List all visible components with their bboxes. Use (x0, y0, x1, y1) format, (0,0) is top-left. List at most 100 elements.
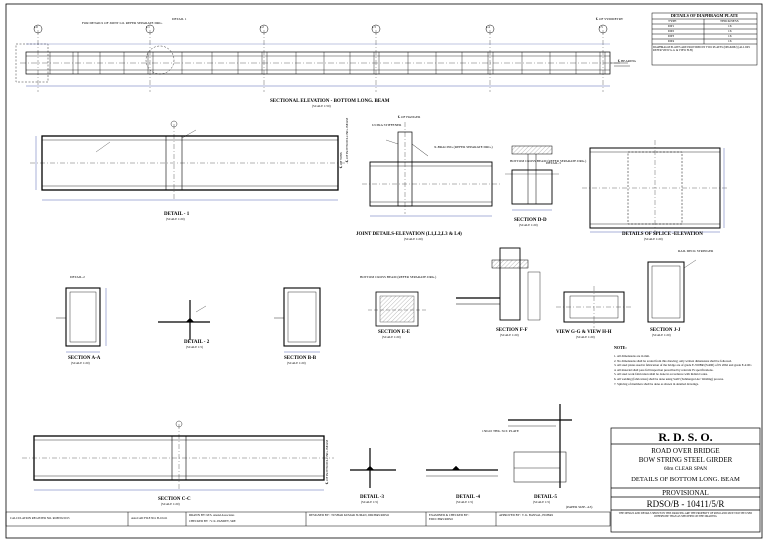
section-cc-scale: (SCALE 1:20) (161, 502, 180, 506)
diaphragm-row-thk: 16 (728, 24, 732, 28)
node-label-l4: L4 (486, 25, 490, 29)
sectional-elevation (15, 24, 630, 92)
section-aa-title: SECTION A-A (68, 356, 101, 361)
diaphragm-header-thickness: THICKNESS (720, 19, 739, 23)
title-block-line4: DETAILS OF BOTTOM LONG. BEAM (631, 476, 740, 483)
detail-2-scale: (SCALE 1:5) (186, 345, 204, 349)
checked-by: CHECKED BY : V. K. PANDEY, SRE (189, 519, 236, 523)
stringer-label: RAIL DECK STRINGER (678, 249, 714, 253)
section-ff-drawing (456, 247, 541, 321)
section-cc-drawing (22, 420, 334, 491)
view-gg-scale: (SCALE 1:20) (576, 335, 595, 339)
section-jj-scale: (SCALE 1:20) (652, 333, 671, 337)
splice-scale: (SCALE 1:20) (644, 237, 663, 241)
diaphragm-row-type: DP2 (668, 29, 675, 33)
footer-frame (5, 511, 611, 527)
node-label-l1: L1 (146, 25, 150, 29)
sheet-border (5, 3, 763, 539)
diaphragm-table-note: DIAPHRAGM PLATES ARE PROVIDED IN TWO PLA… (653, 46, 751, 53)
diaphragm-row-type: DP1 (668, 24, 675, 28)
title-block-status: PROVISIONAL (662, 489, 709, 497)
section-ff-scale: (SCALE 1:20) (500, 333, 519, 337)
note-item: 7. Splicing of members shall be done as … (614, 381, 699, 386)
cross-beam-label-2: BOTTOM CROSS BEAM (REFER SEPARATE DRG.) (360, 275, 437, 279)
detail-5-title: DETAIL-5 (534, 495, 557, 500)
sectional-elevation-scale: (SCALE 1:50) (312, 104, 331, 108)
detail-2-ref: DETAIL-2 (70, 275, 85, 279)
node-label-l3: L3 (372, 25, 376, 29)
note-item: 6. All welding (fabrication) shall be do… (614, 376, 724, 381)
joint-details-title: JOINT DETAILS-ELEVATION (L1,L2,L3 & L4) (356, 232, 462, 237)
detail-4-drawing (426, 465, 498, 477)
hanger-label: ℄ OF HANGER (398, 115, 421, 119)
section-ee-scale: (SCALE 1:20) (382, 335, 401, 339)
web-ref-label: ℄ OF WEB (339, 152, 343, 168)
section-dd-scale: (SCALE 1:20) (519, 223, 538, 227)
detail-2-title: DETAIL - 2 (184, 340, 210, 345)
view-gg-title: VIEW G-G & VIEW H-H (556, 330, 612, 335)
note-item: 2. No dimensions shall be scaled from th… (614, 358, 732, 363)
detail-5-scale: (SCALE 1:5) (533, 500, 551, 504)
cross-beam-label: BOTTOM CROSS BEAM (REFER SEPARATE DRG.) (510, 159, 587, 163)
detail-3-ref: DETAIL-3 (546, 161, 561, 165)
section-ee-drawing (368, 291, 428, 327)
notes-heading: NOTE: (614, 345, 627, 350)
splice-title: DETAILS OF SPLICE -ELEVATION (622, 232, 703, 237)
diaphragm-row-type: DP3 (668, 34, 675, 38)
diaphragm-table (651, 12, 758, 66)
sectional-elevation-title: SECTIONAL ELEVATION - BOTTOM LONG. BEAM (270, 99, 390, 104)
section-dd-title: SECTION D-D (514, 218, 547, 223)
designed-by: DESIGNED BY : TUSHAR KUMAR SUMAN, DIR/B&… (309, 513, 389, 517)
splice-drawing (582, 140, 728, 236)
symmetry-label: ℄ OF SYMMETRY (596, 17, 624, 21)
drawing-number: RDSO/B - 10411/5/R (646, 499, 725, 509)
detail-3-title: DETAIL -3 (360, 495, 384, 500)
section-bb-title: SECTION B-B (284, 356, 317, 361)
detail-1-reference: DETAIL 1 (172, 17, 187, 21)
detail-4-scale: (SCALE 1:5) (456, 500, 474, 504)
section-bb-scale: (SCALE 1:20) (287, 361, 306, 365)
cad-file-no: AutoCAD FILE NO. B-10411 (131, 516, 168, 520)
node-label-l2: L2 (260, 25, 264, 29)
section-jj-drawing (647, 259, 697, 323)
joint-details-drawing (362, 122, 500, 217)
title-block-org: R. D. S. O. (658, 430, 713, 444)
joint-details-scale: (SCALE 1:20) (404, 237, 423, 241)
bearing-label: ℄ BEARING (618, 59, 637, 63)
note-item: 3. All steel plates used in fabrication … (614, 363, 753, 368)
bottom-beam-label-cc: ℄ OF BOTTOM LONG. BEAM (325, 439, 329, 484)
section-ee-title: SECTION E-E (378, 330, 411, 335)
calc-register: CALCULATION REGISTER NO. ROB/56/2015 (10, 516, 70, 520)
section-bb-drawing (274, 287, 321, 353)
section-ff-title: SECTION F-F (496, 328, 528, 333)
section-cc-title: SECTION C-C (158, 497, 191, 502)
note-item: 1. All dimensions are in mm. (614, 354, 650, 358)
note-item: 4. All material shall pass full inspecti… (614, 367, 714, 372)
title-block-frame (610, 427, 761, 533)
approved-by: APPROVED BY : V. K. BANSAL, ED/B&S (499, 513, 554, 517)
section-jj-title: SECTION J-J (650, 328, 681, 333)
bottom-beam-label: ℄ OF BOTTOM LONG. BEAM (345, 117, 349, 162)
diaphragm-row-thk: 16 (728, 39, 732, 43)
bracing-label: X-BRACING (REFER SEPARATE DRG.) (434, 145, 493, 149)
section-aa-drawing (56, 287, 107, 353)
paper-size-label: (PAPER SIZE- A3) (566, 505, 593, 509)
detail-5-drawing (508, 404, 572, 488)
detail-4-title: DETAIL -4 (456, 495, 480, 500)
detail-1-title: DETAIL - 1 (164, 212, 190, 217)
diaphragm-header-type: TYPE (668, 19, 677, 23)
drawn-by: DRAWN BY: M/S. Anand Associates (189, 513, 235, 517)
diaphragm-row-thk: 16 (728, 34, 732, 38)
title-block-line2: BOW STRING STEEL GIRDER (638, 456, 733, 464)
detail-1-scale: (SCALE 1:20) (166, 217, 185, 221)
splice-reference-note: FOR DETAILS OF JOINT LO. REFER SEPARATE … (82, 21, 163, 25)
note-item: 5. All steel work fabrication shall be d… (614, 372, 708, 377)
stiffener-label: ULTRA STIFFENER (372, 123, 402, 127)
title-block-line3: 60m CLEAR SPAN (663, 466, 708, 472)
section-aa-scale: (SCALE 1:20) (71, 361, 90, 365)
diaphragm-table-title: DETAILS OF DIAPHRAGM PLATE (670, 13, 739, 18)
diaphragm-row-type: DP4 (668, 39, 675, 43)
node-label-l5: L5 (599, 25, 603, 29)
diaphragm-row-thk: 16 (728, 29, 732, 33)
